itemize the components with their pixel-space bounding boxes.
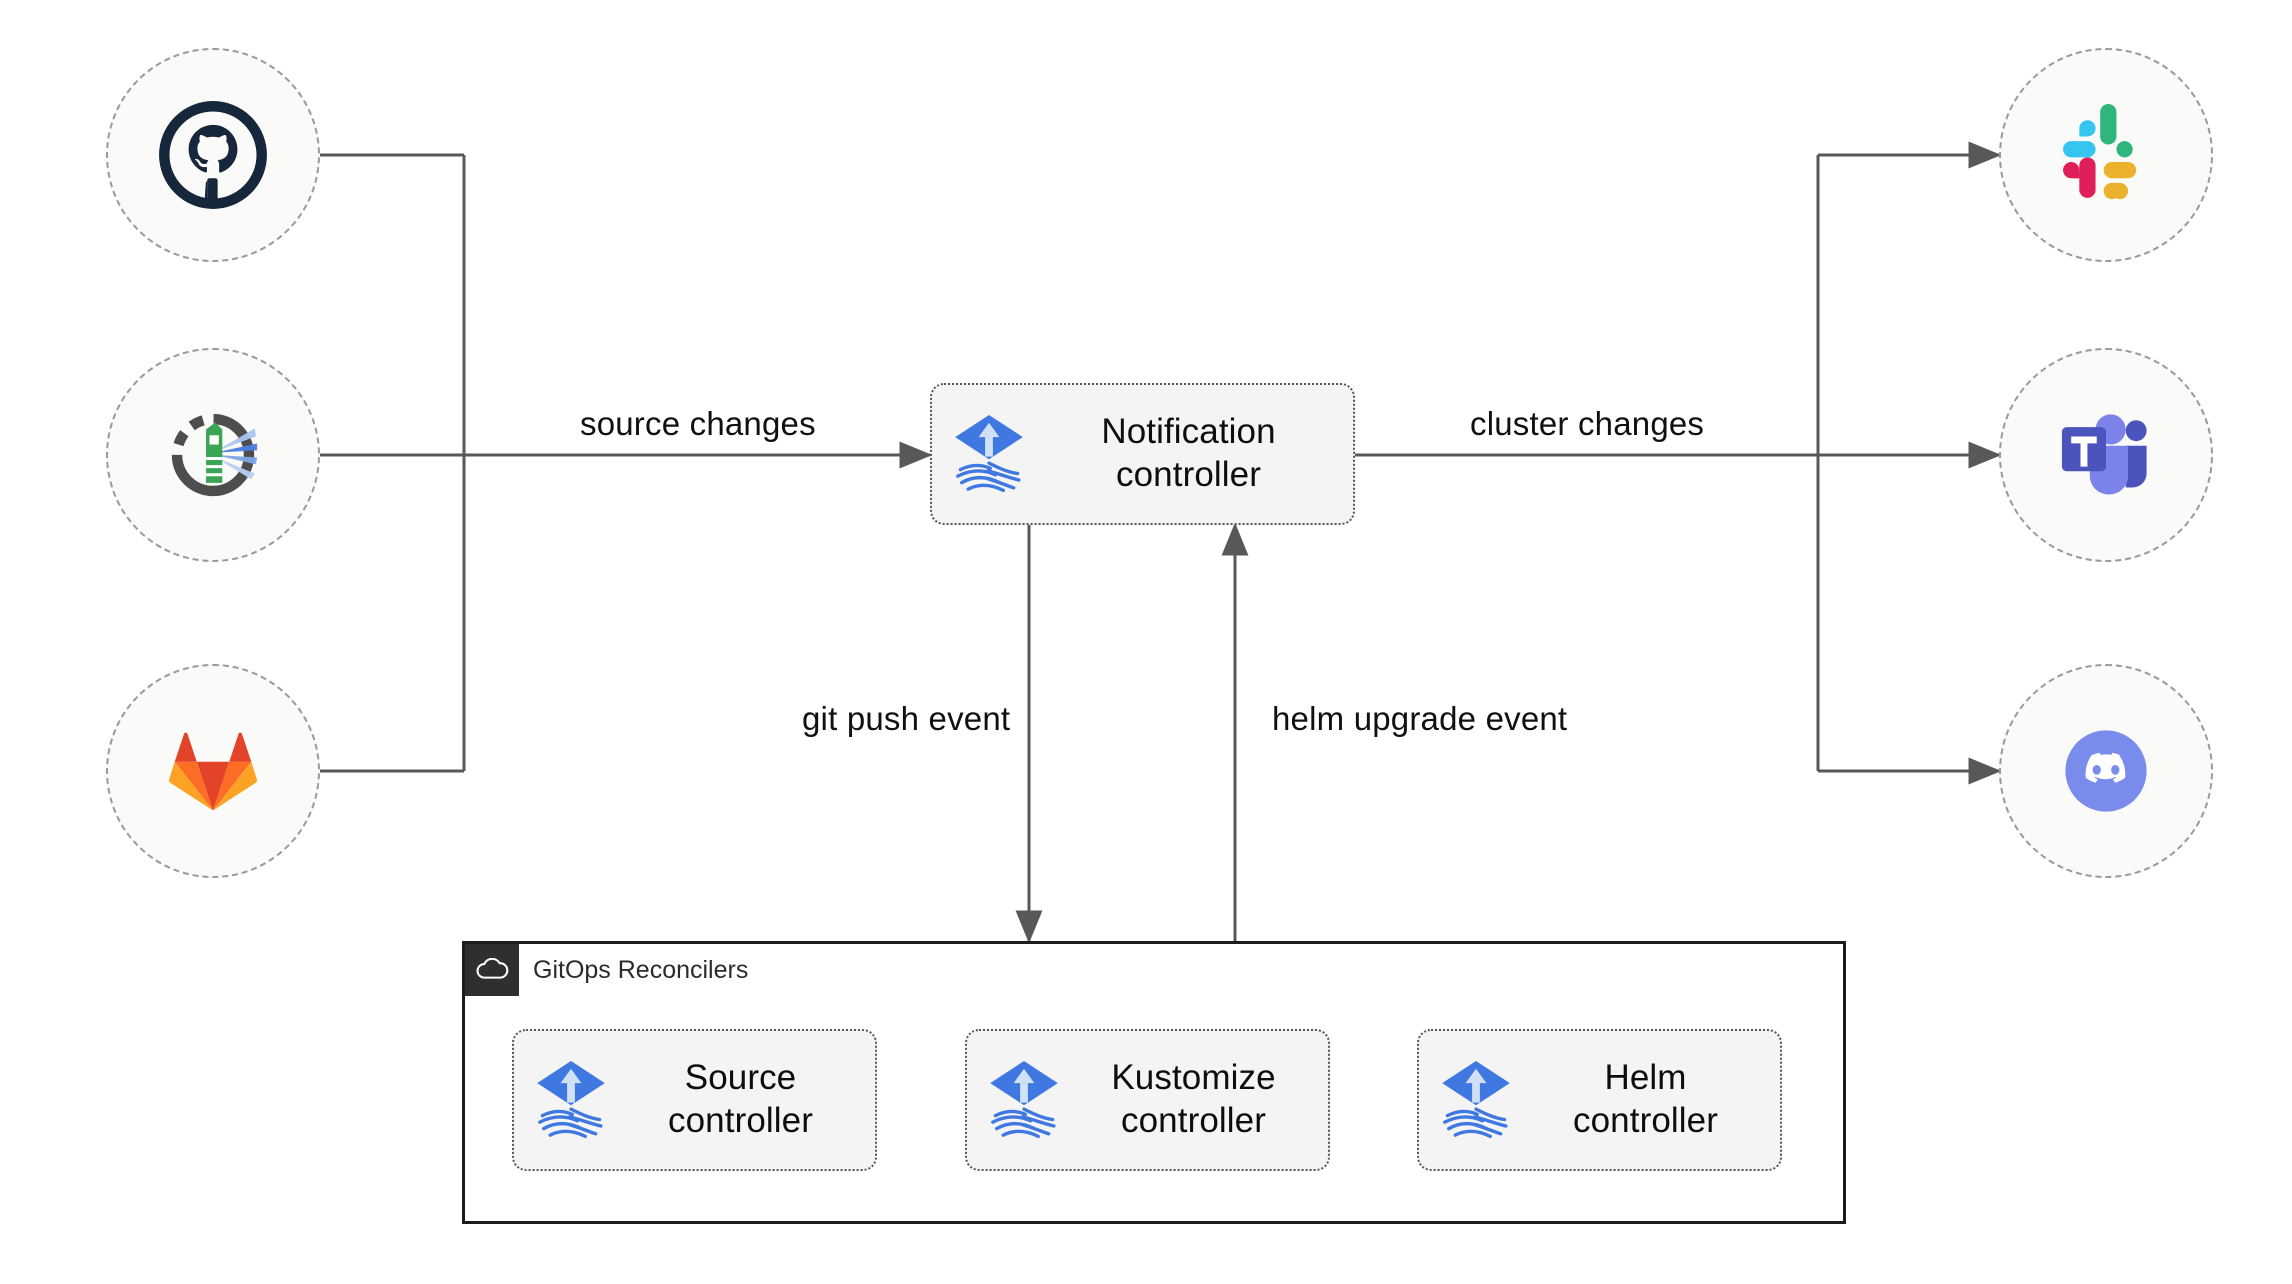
source-controller-box[interactable]: Source controller [512, 1029, 877, 1171]
flux-logo-icon [1442, 1061, 1510, 1139]
source-node-github[interactable] [106, 48, 320, 262]
edge-label-cluster-changes: cluster changes [1470, 405, 1705, 442]
source-node-gitlab[interactable] [106, 664, 320, 878]
kustomize-controller-label: Kustomize controller [1111, 1058, 1276, 1140]
flux-lighthouse-icon [171, 413, 258, 497]
kustomize-controller-box[interactable]: Kustomize controller [965, 1029, 1330, 1171]
github-icon [159, 101, 267, 209]
gitops-title: GitOps Reconcilers [533, 955, 749, 984]
flux-logo-icon [955, 415, 1023, 493]
notification-controller-label: Notification controller [1101, 412, 1276, 494]
flux-logo-icon [990, 1061, 1058, 1139]
target-node-teams[interactable] [1999, 348, 2213, 562]
edge-label-git-push-event: git push event [802, 700, 1011, 737]
helm-controller-label: Helm controller [1573, 1058, 1718, 1140]
target-node-discord[interactable] [1999, 664, 2213, 878]
edge-label-source-changes: source changes [580, 405, 816, 442]
helm-controller-box[interactable]: Helm controller [1417, 1029, 1782, 1171]
gitlab-icon [168, 732, 258, 811]
cloud-icon [476, 958, 509, 979]
notification-controller-box[interactable]: Notification controller [930, 383, 1355, 525]
source-controller-label: Source controller [668, 1058, 813, 1140]
target-node-slack[interactable] [1999, 48, 2213, 262]
discord-icon [2065, 730, 2147, 812]
source-node-bucket[interactable] [106, 348, 320, 562]
edge-label-helm-upgrade-event: helm upgrade event [1272, 700, 1568, 737]
microsoft-teams-icon [2061, 414, 2147, 495]
gitops-header: GitOps Reconcilers [465, 944, 748, 996]
gitops-badge [465, 944, 519, 996]
slack-icon [2063, 103, 2137, 200]
flux-logo-icon [537, 1061, 605, 1139]
